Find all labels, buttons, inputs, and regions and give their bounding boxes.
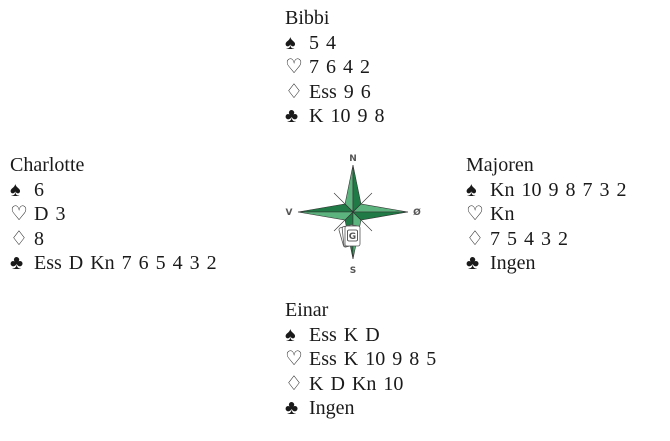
suit-line-clubs: ♣ Ess D Kn 7 6 5 4 3 2 [10, 251, 217, 276]
hearts-cards: Kn [490, 203, 515, 225]
suit-line-clubs: ♣ Ingen [466, 251, 626, 276]
suit-line-spades: ♠6 [10, 178, 217, 203]
compass-center-badge: G [349, 232, 356, 242]
suit-line-spades: ♠ 5 4 [285, 31, 384, 56]
diamond-icon: ♢ [10, 227, 28, 250]
spade-icon: ♠ [466, 178, 477, 201]
diamond-icon: ♢ [466, 227, 484, 250]
spade-icon: ♠ [285, 31, 296, 54]
diamonds-cards: 7 5 4 3 2 [490, 227, 568, 250]
spade-icon: ♠ [10, 178, 21, 201]
suit-line-diamonds: ♢ 7 5 4 3 2 [466, 227, 626, 252]
card-stack-icon: G [338, 224, 361, 248]
spades-cards: Ess K D [309, 323, 380, 346]
heart-icon: ♡ [285, 348, 303, 370]
hearts-cards: Ess K 10 9 8 5 [309, 348, 437, 370]
compass-rose: G N S V Ø [278, 150, 428, 292]
player-name-east: Majoren [466, 154, 534, 176]
clubs-cards: Ingen [490, 252, 536, 274]
spades-cards: 6 [34, 178, 44, 201]
hand-south: Einar ♠ Ess K D ♡ Ess K 10 9 8 5 ♢ K D Kn 1… [285, 298, 436, 421]
clubs-cards: Ess D Kn 7 6 5 4 3 2 [34, 252, 217, 274]
suit-line-hearts: ♡ 7 6 4 2 [285, 55, 384, 80]
suit-line-hearts: ♡ D 3 [10, 202, 217, 227]
club-icon: ♣ [285, 105, 299, 127]
player-name-north: Bibbi [285, 7, 330, 29]
diamonds-cards: K D Kn 10 [309, 372, 404, 395]
suit-line-spades: ♠ Kn 10 9 8 7 3 2 [466, 178, 626, 203]
hearts-cards: D 3 [34, 203, 66, 225]
clubs-cards: K 10 9 8 [309, 105, 385, 127]
heart-icon: ♡ [466, 203, 484, 225]
compass-label-south: S [350, 266, 356, 276]
clubs-cards: Ingen [309, 397, 355, 419]
compass-label-north: N [349, 154, 357, 164]
spades-cards: 5 4 [309, 31, 336, 54]
suit-line-clubs: ♣ K 10 9 8 [285, 104, 384, 129]
suit-line-clubs: ♣ Ingen [285, 396, 436, 421]
compass-label-west: V [286, 208, 293, 218]
player-name-west: Charlotte [10, 154, 85, 176]
compass-icon: G N S V Ø [286, 154, 422, 276]
heart-icon: ♡ [10, 203, 28, 225]
club-icon: ♣ [466, 252, 480, 274]
hand-east: Majoren ♠Kn 10 9 8 7 3 2 ♡Kn ♢7 5 4 3 2 … [466, 153, 626, 276]
suit-line-hearts: ♡ Ess K 10 9 8 5 [285, 347, 436, 372]
hand-west: Charlotte ♠6 ♡D 3 ♢8 ♣Ess D Kn 7 6 5 4 3… [10, 153, 217, 276]
player-name-south: Einar [285, 299, 329, 321]
heart-icon: ♡ [285, 56, 303, 78]
hearts-cards: 7 6 4 2 [309, 56, 370, 78]
club-icon: ♣ [285, 397, 299, 419]
diamonds-cards: 8 [34, 227, 44, 250]
suit-line-diamonds: ♢8 [10, 227, 217, 252]
compass-label-east: Ø [413, 207, 421, 218]
suit-line-diamonds: ♢ K D Kn 10 [285, 372, 436, 397]
diamond-icon: ♢ [285, 372, 303, 395]
spades-cards: Kn 10 9 8 7 3 2 [490, 178, 627, 201]
club-icon: ♣ [10, 252, 24, 274]
diamond-icon: ♢ [285, 80, 303, 103]
suit-line-spades: ♠ Ess K D [285, 323, 436, 348]
suit-line-hearts: ♡ Kn [466, 202, 626, 227]
spade-icon: ♠ [285, 323, 296, 346]
diamonds-cards: Ess 9 6 [309, 80, 371, 103]
suit-line-diamonds: ♢ Ess 9 6 [285, 80, 384, 105]
hand-north: Bibbi ♠ 5 4 ♡ 7 6 4 2 ♢ Ess 9 6 ♣ K 10 9 8 [285, 6, 384, 129]
